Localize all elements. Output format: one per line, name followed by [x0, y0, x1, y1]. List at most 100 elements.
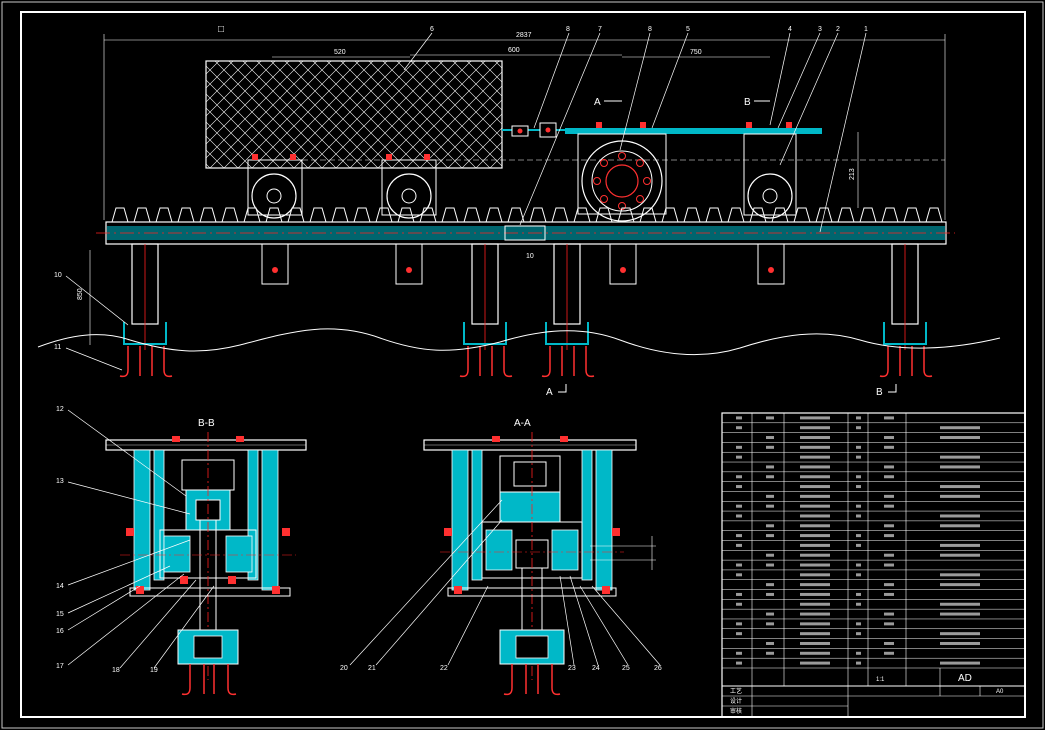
bom-cell-mark: [884, 494, 894, 498]
bom-cell-mark: [800, 641, 830, 645]
bom-cell-mark: [940, 573, 980, 577]
bom-cell-mark: [856, 416, 861, 420]
trolley-bolts: [272, 267, 774, 273]
wheel-3-hub: [762, 188, 778, 204]
bom-cell-mark: [800, 416, 830, 420]
bom-cell-mark: [884, 524, 894, 528]
bom-cell-mark: [800, 534, 830, 538]
bom-cell-mark: [940, 612, 980, 616]
bom-cell-mark: [800, 524, 830, 528]
bom-cell-mark: [940, 426, 980, 430]
bom-cell-mark: [766, 622, 774, 626]
bom-cell-mark: [884, 475, 894, 479]
bom-cell-mark: [800, 475, 830, 479]
bom-cell-mark: [856, 573, 861, 577]
top-marker: □: [218, 24, 224, 35]
bom-cell-mark: [766, 465, 774, 469]
bom-cell-mark: [736, 573, 742, 577]
bom-cell-mark: [800, 494, 830, 498]
bom-cell-mark: [766, 553, 774, 557]
rack-teeth: [108, 207, 946, 223]
section-aa-view: A-A: [340, 418, 662, 696]
aa-base-plate: [447, 587, 617, 597]
bom-cell-mark: [736, 592, 742, 596]
top-balloons: 6 8 7 8 5 4 3 2 1: [430, 26, 868, 33]
svg-text:20: 20: [340, 665, 348, 672]
ground-line: [37, 328, 1001, 356]
section-mark-a: A: [594, 97, 601, 108]
bom-cell-mark: [736, 426, 742, 430]
bom-cell-mark: [736, 514, 742, 518]
bom-cell-mark: [884, 651, 894, 655]
rack-beam-fill: [107, 226, 945, 240]
bom-cell-mark: [856, 475, 861, 479]
bom-cell-mark: [736, 455, 742, 459]
bb-foot-inner: [193, 635, 223, 659]
overall-dimension-label: 2837: [516, 32, 532, 39]
bom-cell-mark: [884, 583, 894, 587]
bom-cell-mark: [856, 534, 861, 538]
bom-cell-mark: [884, 534, 894, 538]
svg-text:24: 24: [592, 665, 600, 672]
bom-cell-mark: [856, 563, 861, 567]
drive-gear-hub: [605, 164, 639, 198]
cut-arrow-a-mark: [558, 384, 567, 393]
aa-bearing-right: [551, 529, 579, 571]
bom-cell-mark: [800, 563, 830, 567]
main-elevation-view: 2837 520 600 750: [37, 26, 1001, 398]
carriage-bolts: [252, 122, 792, 160]
bom-cell-mark: [800, 602, 830, 606]
bb-bearing-left: [163, 535, 191, 573]
title-block-row-1: 设计: [730, 697, 742, 705]
wheel-1: [251, 173, 297, 219]
svg-text:7: 7: [598, 26, 602, 33]
bom-cell-mark: [856, 485, 861, 489]
aa-foot-inner: [515, 635, 549, 659]
bom-cell-mark: [766, 416, 774, 420]
carriage-plate: [565, 128, 822, 134]
svg-text:12: 12: [56, 406, 64, 413]
aa-bearing-left: [485, 529, 513, 571]
bom-column-lines: [751, 413, 907, 717]
bom-cell-mark: [800, 465, 830, 469]
bom-cell-mark: [856, 426, 861, 430]
aa-gear-inner: [513, 461, 547, 487]
post-bases: [123, 322, 927, 345]
hanging-trolleys: [261, 243, 785, 285]
svg-text:8: 8: [648, 26, 652, 33]
hatched-cabinet: [205, 60, 503, 169]
balloon-10: 10: [54, 272, 62, 279]
cut-arrow-a: A: [546, 387, 553, 398]
wheel-bracket-1: [247, 159, 303, 216]
drive-gear-flange: [591, 150, 653, 212]
leader-11: [65, 347, 123, 371]
bom-cell-mark: [736, 534, 742, 538]
wheel-3: [747, 173, 793, 219]
bom-cell-mark: [884, 416, 894, 420]
bom-cell-mark: [736, 651, 742, 655]
bom-cell-mark: [800, 514, 830, 518]
gear-bracket: [577, 133, 667, 215]
bom-cell-marks: [736, 416, 980, 665]
balloon-11: 11: [54, 344, 61, 351]
left-dim-label: 850: [77, 288, 84, 300]
dim-label-1: 520: [334, 49, 346, 56]
title-block-scale: 1:1: [876, 677, 885, 683]
svg-text:18: 18: [112, 667, 120, 674]
bom-cell-mark: [800, 632, 830, 636]
bom-cell-mark: [884, 465, 894, 469]
svg-text:25: 25: [622, 665, 630, 672]
bom-cell-mark: [800, 543, 830, 547]
bom-cell-mark: [940, 632, 980, 636]
bom-cell-mark: [766, 445, 774, 449]
bom-cell-mark: [940, 583, 980, 587]
bom-cell-mark: [800, 573, 830, 577]
rod-bolt-2: [545, 127, 551, 133]
bb-bearing-right: [225, 535, 253, 573]
bom-cell-mark: [736, 563, 742, 567]
wheel-2-hub: [401, 188, 417, 204]
bom-cell-mark: [940, 494, 980, 498]
svg-text:14: 14: [56, 583, 64, 590]
